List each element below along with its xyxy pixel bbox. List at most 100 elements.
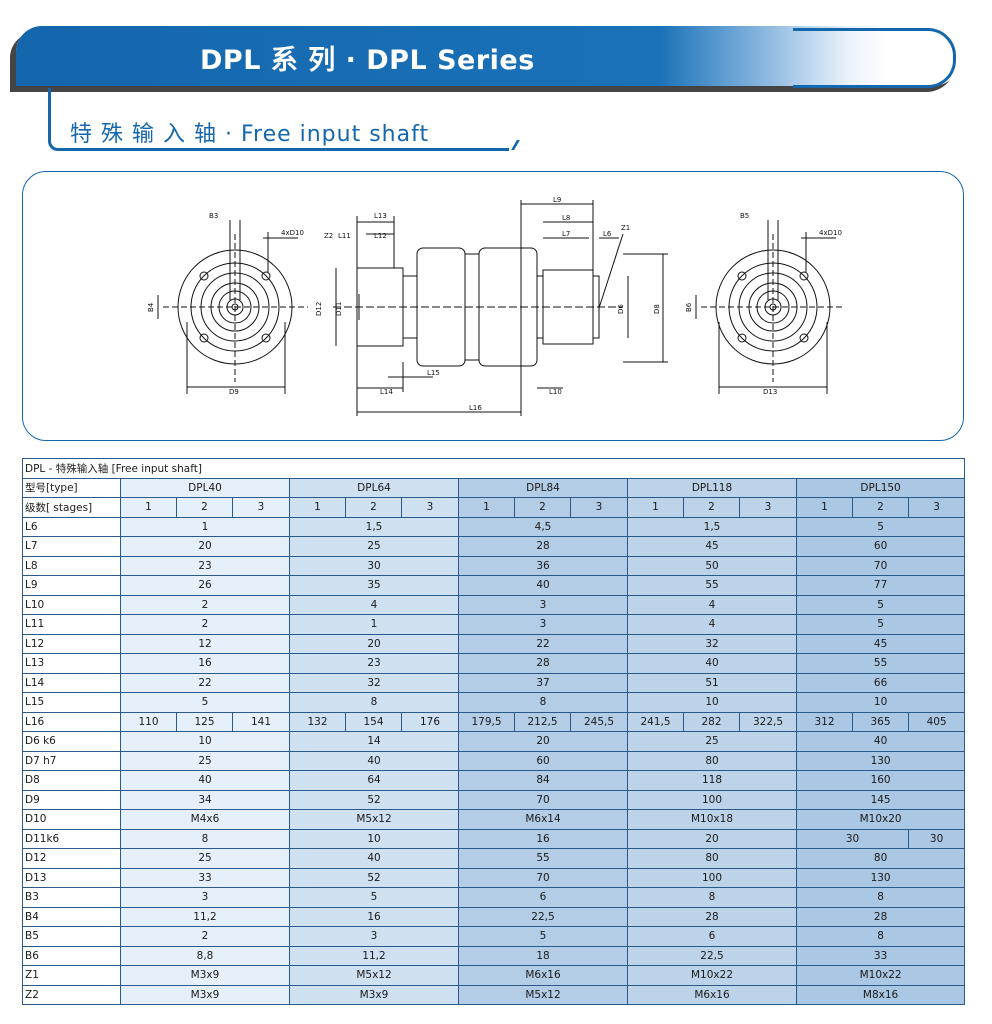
table-cell: M3x9 xyxy=(120,984,290,1005)
table-cell: 30 xyxy=(796,828,909,849)
subtitle-block: 特 殊 输 入 轴 · Free input shaft xyxy=(48,88,520,156)
drawing-label: D13 xyxy=(763,388,777,396)
row-label: L7 xyxy=(22,536,121,557)
table-cell: 8 xyxy=(289,692,459,713)
table-cell: 16 xyxy=(289,906,459,927)
table-cell: 60 xyxy=(795,536,966,557)
table-cell: 10 xyxy=(120,731,290,752)
stage-header: 1 xyxy=(289,497,346,518)
row-label: 级数[ stages] xyxy=(22,497,121,518)
model-header: DPL84 xyxy=(458,477,628,498)
table-cell: 70 xyxy=(458,867,628,888)
drawing-label: B3 xyxy=(209,212,218,220)
drawing-label: L15 xyxy=(427,369,440,377)
table-cell: M5x12 xyxy=(289,965,459,986)
table-cell: 33 xyxy=(795,945,966,966)
table-cell: 30 xyxy=(289,555,459,576)
table-cell: 40 xyxy=(120,770,290,791)
drawing-label: L10 xyxy=(549,388,562,396)
table-cell: 11,2 xyxy=(120,906,290,927)
table-cell: 28 xyxy=(795,906,966,927)
model-header: DPL64 xyxy=(289,477,459,498)
stage-header: 2 xyxy=(852,497,909,518)
table-cell: 3 xyxy=(458,614,628,635)
table-cell: 30 xyxy=(907,828,966,849)
table-cell: 2 xyxy=(120,614,290,635)
row-label: 型号[type] xyxy=(22,477,121,498)
row-label: D10 xyxy=(22,809,121,830)
drawing-label: L14 xyxy=(380,388,393,396)
table-cell: 25 xyxy=(120,750,290,771)
drawing-label: Z1 xyxy=(621,224,630,232)
table-cell: 45 xyxy=(795,633,966,654)
stage-header: 1 xyxy=(120,497,177,518)
table-cell: 32 xyxy=(627,633,797,654)
table-cell: 5 xyxy=(120,692,290,713)
table-cell: 12 xyxy=(120,633,290,654)
row-label: D12 xyxy=(22,848,121,869)
table-cell: M3x9 xyxy=(289,984,459,1005)
table-cell: 80 xyxy=(627,848,797,869)
table-cell: 20 xyxy=(627,828,797,849)
table-cell: 100 xyxy=(627,789,797,810)
table-cell: 312 xyxy=(796,711,853,732)
table-cell: 40 xyxy=(289,750,459,771)
table-cell: 25 xyxy=(120,848,290,869)
stage-header: 1 xyxy=(627,497,684,518)
technical-drawing: B3 4xD10 B4 D9 Z2 L11 L13 L12 D12 D11 L1… xyxy=(22,171,964,441)
table-cell: 2 xyxy=(120,926,290,947)
table-cell: 22 xyxy=(458,633,628,654)
table-cell: 55 xyxy=(458,848,628,869)
table-cell: 70 xyxy=(795,555,966,576)
drawing-svg: B3 4xD10 B4 D9 Z2 L11 L13 L12 D12 D11 L1… xyxy=(147,196,845,416)
stage-header: 1 xyxy=(796,497,853,518)
row-label: L11 xyxy=(22,614,121,635)
row-label: L15 xyxy=(22,692,121,713)
table-cell: 8 xyxy=(627,887,797,908)
table-cell: 1 xyxy=(289,614,459,635)
drawing-label: 4xD10 xyxy=(281,229,304,237)
table-cell: 80 xyxy=(795,848,966,869)
table-cell: 322,5 xyxy=(739,711,797,732)
table-cell: 5 xyxy=(795,516,966,537)
table-caption-row: DPL - 特殊输入轴 [Free input shaft] xyxy=(21,458,966,479)
table-cell: 3 xyxy=(458,594,628,615)
row-label: D7 h7 xyxy=(22,750,121,771)
table-cell: M6x16 xyxy=(458,965,628,986)
table-cell: 52 xyxy=(289,789,459,810)
table-cell: 35 xyxy=(289,575,459,596)
table-cell: 145 xyxy=(795,789,966,810)
table-cell: 5 xyxy=(795,594,966,615)
stage-header: 3 xyxy=(570,497,628,518)
table-cell: 20 xyxy=(120,536,290,557)
drawing-label: Z2 xyxy=(324,232,333,240)
table-cell: 8,8 xyxy=(120,945,290,966)
table-cell: 8 xyxy=(795,887,966,908)
table-cell: 6 xyxy=(458,887,628,908)
row-label: B6 xyxy=(22,945,121,966)
row-label: L12 xyxy=(22,633,121,654)
table-cell: 100 xyxy=(627,867,797,888)
row-label: D9 xyxy=(22,789,121,810)
table-cell: 1 xyxy=(120,516,290,537)
table-cell: M8x16 xyxy=(795,984,966,1005)
row-label: B3 xyxy=(22,887,121,908)
drawing-label: L7 xyxy=(562,230,570,238)
row-label: D13 xyxy=(22,867,121,888)
table-cell: 241,5 xyxy=(627,711,684,732)
stage-header: 3 xyxy=(739,497,797,518)
table-cell: 80 xyxy=(627,750,797,771)
drawing-label: L8 xyxy=(562,214,570,222)
table-cell: M10x20 xyxy=(795,809,966,830)
table-cell: M10x18 xyxy=(627,809,797,830)
